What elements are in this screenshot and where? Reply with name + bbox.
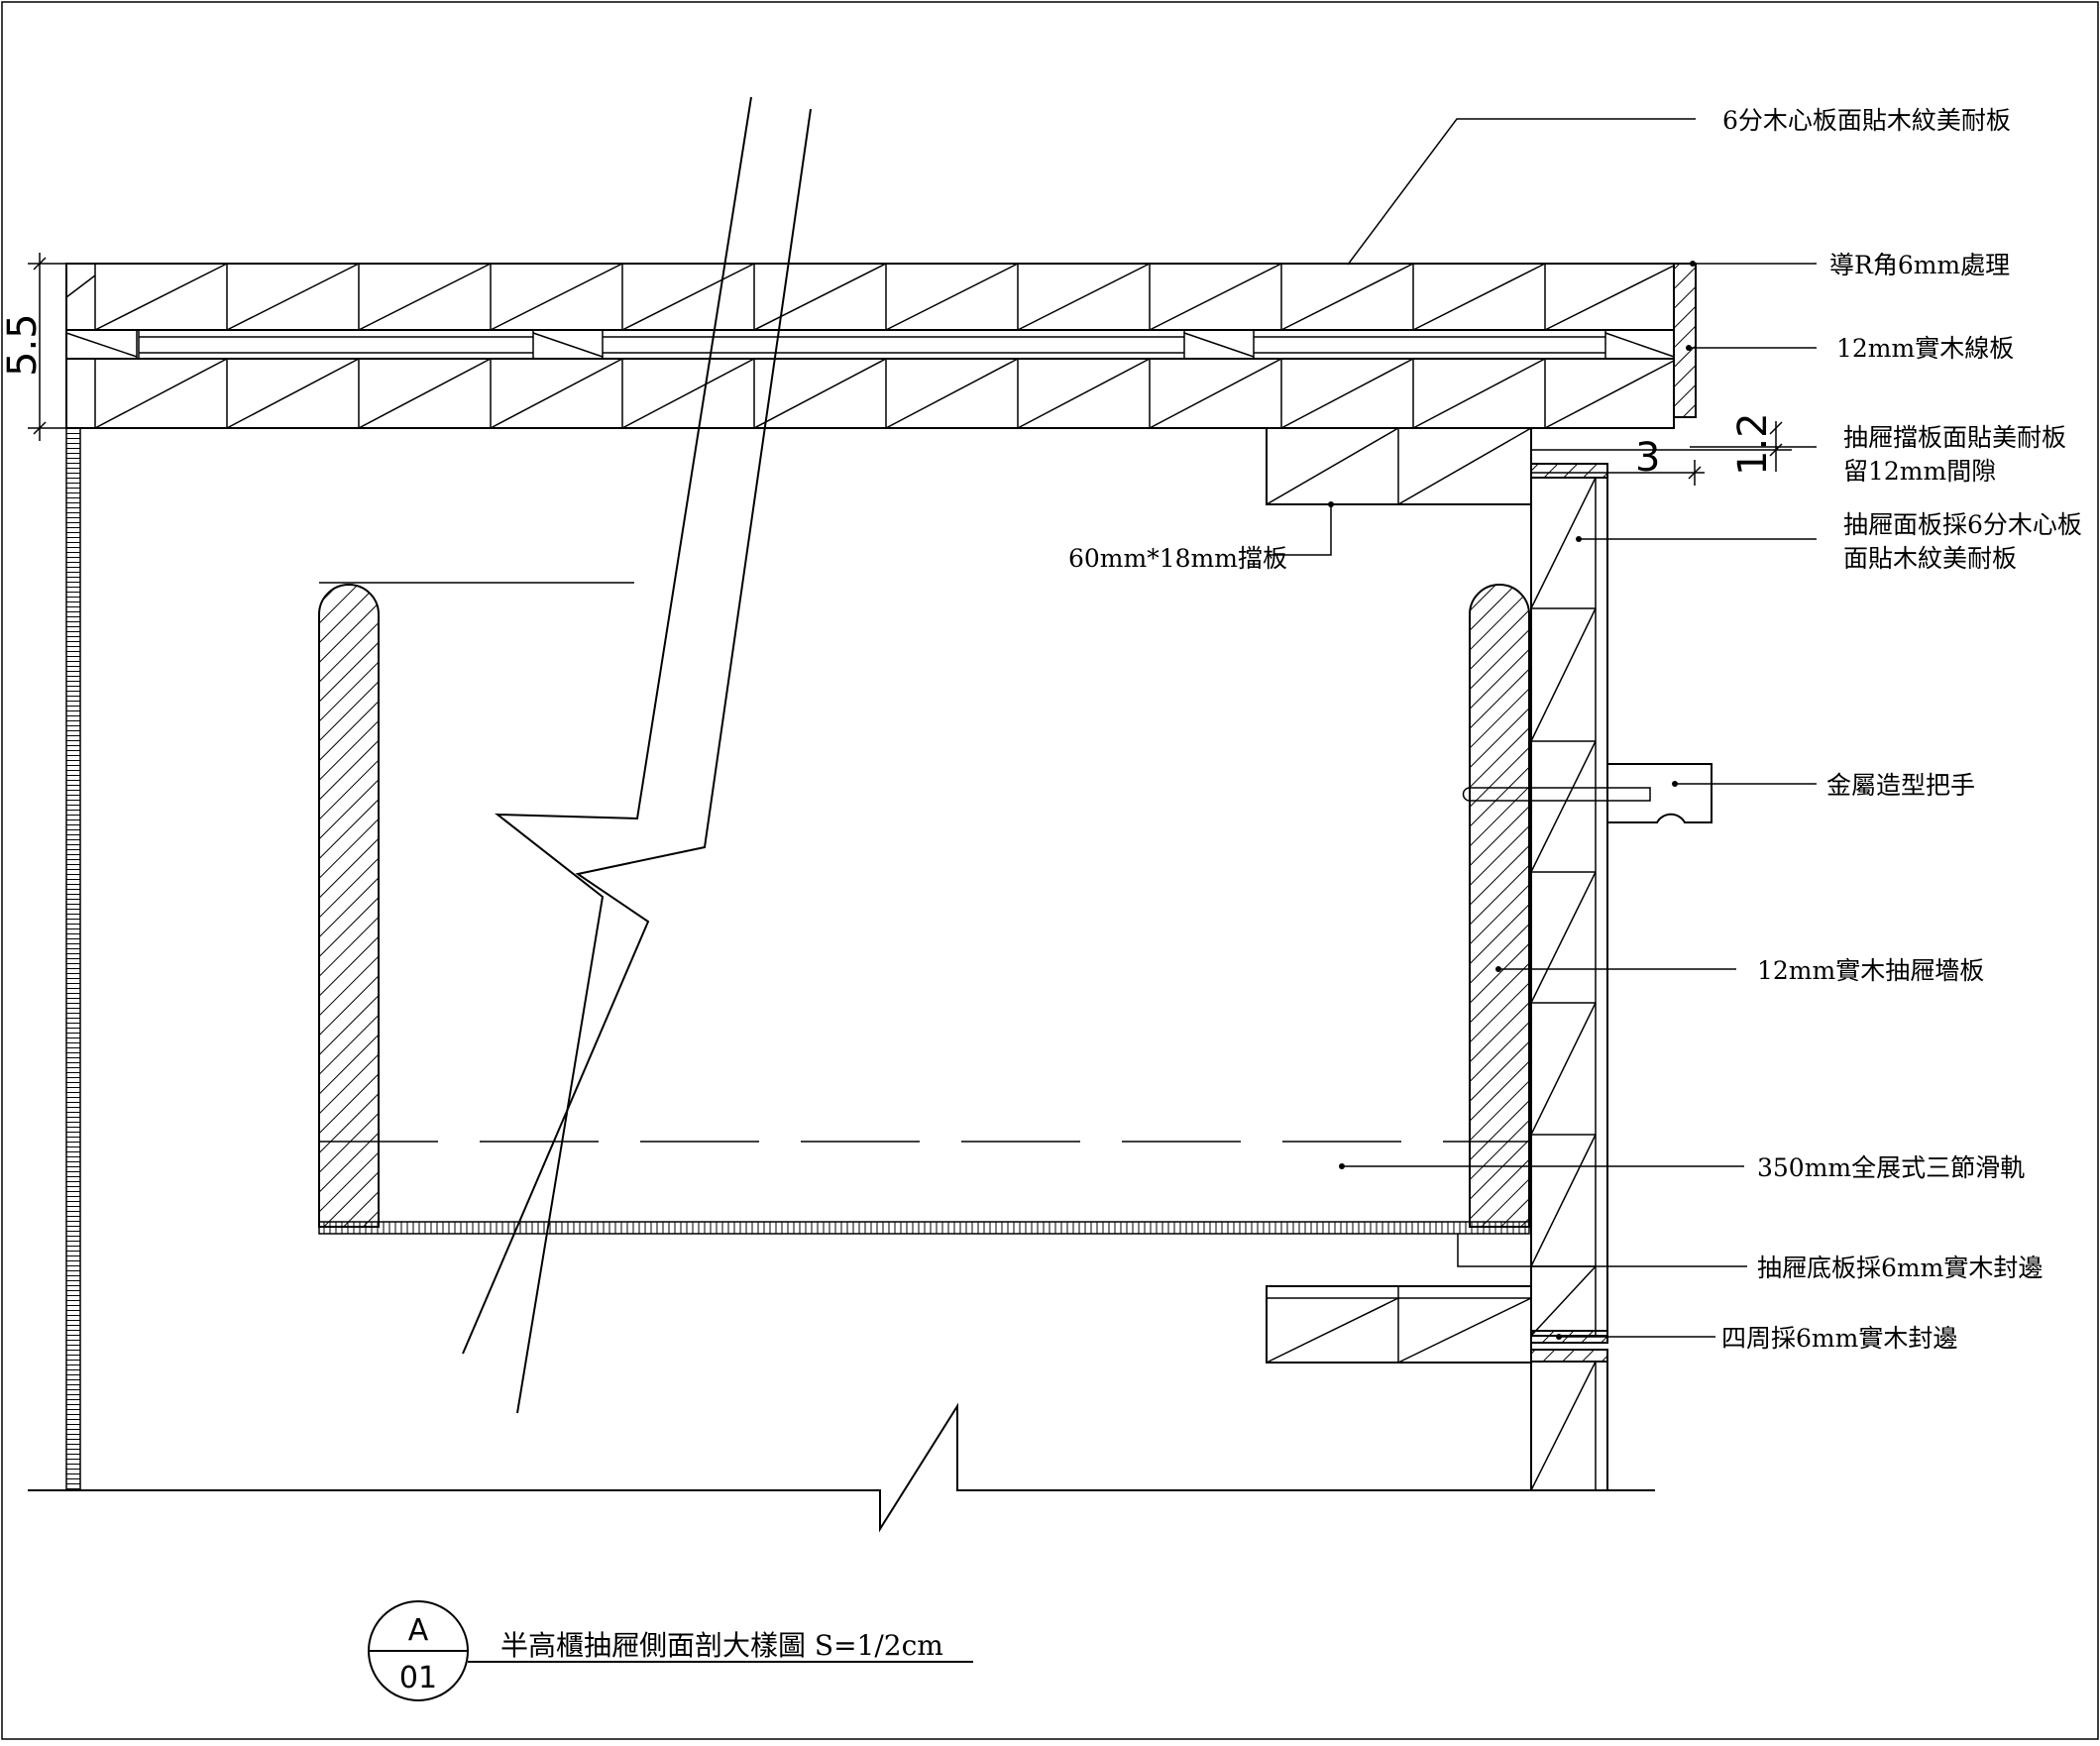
label-slide-rail: 350mm全展式三節滑軌 [1757,1153,2025,1182]
leader-dots [1328,261,1696,1340]
dim-gap-horizontal: 3 [1635,435,1660,481]
label-drawer-stop-1: 抽屜擋板面貼美耐板 [1843,423,2066,452]
drawer-front-panel [1530,463,1608,1344]
dim-top-thickness: 5.5 [0,313,46,377]
solid-trim-edge [1673,263,1697,418]
break-line-right [494,96,752,1414]
label-bottom-board: 抽屜底板採6mm實木封邊 [1757,1254,2043,1282]
drawer-back-wall [318,584,380,1228]
lower-stop-board [1266,1285,1532,1364]
drawer-front-wall [1469,584,1530,1228]
dimension-lines [28,253,1792,486]
label-edge-band: 四周採6mm實木封邊 [1721,1324,1957,1353]
label-drawer-wall: 12mm實木抽屜墻板 [1757,956,1984,985]
label-handle: 金屬造型把手 [1826,771,1975,800]
label-drawer-stop-2: 留12mm間隙 [1843,457,1996,486]
drawing-title: 半高櫃抽屜側面剖大樣圖 S=1/2cm [500,1629,943,1662]
cabinet-side-panel [65,427,81,1491]
label-stop-board: 60mm*18mm擋板 [1068,544,1287,573]
break-line-left [462,108,812,1355]
base-line [28,1402,1655,1533]
label-r-corner: 導R角6mm處理 [1829,251,2010,279]
handle-screw [1462,787,1651,802]
bubble-letter: A [408,1613,429,1648]
cabinet-front-lower [1530,1349,1608,1491]
upper-stop-board [1266,427,1532,505]
label-front-panel-2: 面貼木紋美耐板 [1843,544,2017,573]
dim-gap-vertical: 1.2 [1730,412,1776,476]
leader-lines [319,118,1817,1338]
label-top-panel: 6分木心板面貼木紋美耐板 [1722,106,2011,135]
top-panel [65,263,1697,429]
label-front-panel-1: 抽屜面板採6分木心板 [1843,510,2082,539]
bubble-number: 01 [399,1661,437,1695]
metal-handle [1606,763,1713,823]
title-block [368,1600,973,1701]
label-solid-trim: 12mm實木線板 [1836,334,2014,363]
drawer-bottom-board [318,1221,1530,1235]
